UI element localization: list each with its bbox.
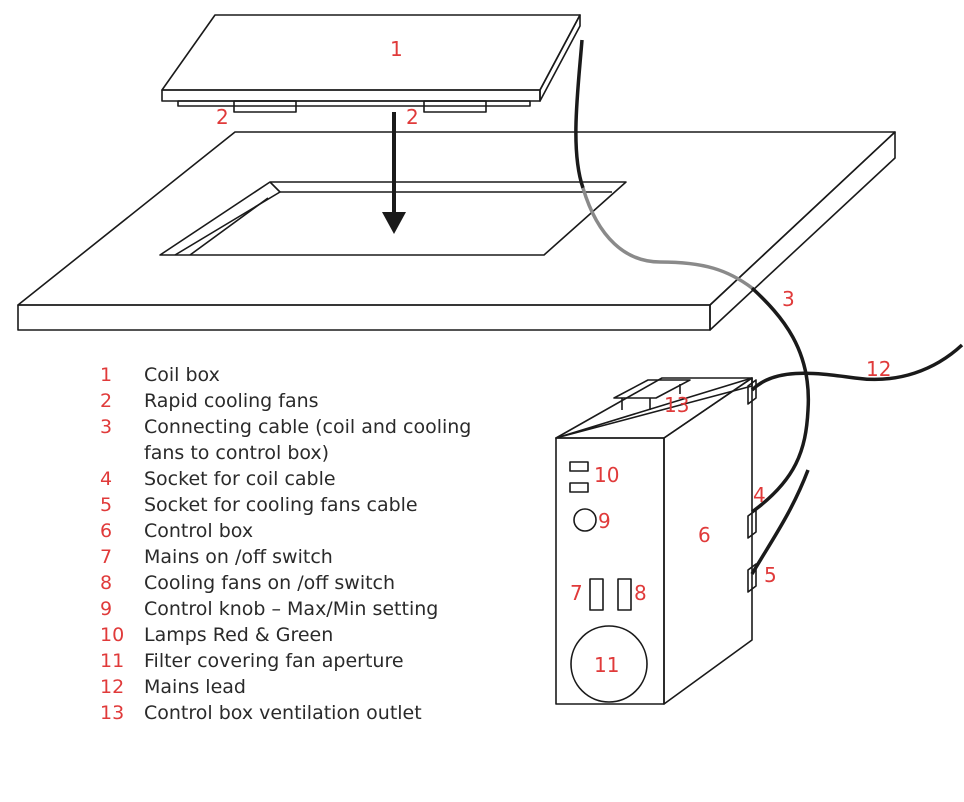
socket-mains xyxy=(747,379,757,405)
callout-9: 9 xyxy=(598,509,611,533)
legend-item: 5 Socket for cooling fans cable xyxy=(100,492,474,518)
drop-arrow xyxy=(382,112,406,234)
legend-text: Coil box xyxy=(144,364,220,386)
legend-item: 4 Socket for coil cable xyxy=(100,466,474,492)
legend-number: 8 xyxy=(100,572,113,594)
legend-number: 13 xyxy=(100,702,125,724)
legend-item: 9 Control knob – Max/Min setting xyxy=(100,596,474,622)
legend-number: 12 xyxy=(100,676,125,698)
legend-item: 6 Control box xyxy=(100,518,474,544)
legend-number: 4 xyxy=(100,468,113,490)
coil-box-front xyxy=(161,89,541,102)
socket-fans xyxy=(747,563,757,593)
callout-3: 3 xyxy=(782,287,795,311)
legend-item: 3 Connecting cable (coil and cooling fans… xyxy=(100,414,474,466)
legend-text: Mains lead xyxy=(144,676,246,698)
callout-13: 13 xyxy=(664,393,689,417)
legend-number: 11 xyxy=(100,650,125,672)
legend-text: Mains on /off switch xyxy=(144,546,333,568)
mains-switch xyxy=(589,578,604,611)
worktop-recess xyxy=(159,181,627,256)
callout-8: 8 xyxy=(634,581,647,605)
callout-2-left: 2 xyxy=(216,105,229,129)
callout-7: 7 xyxy=(570,581,583,605)
legend-number: 6 xyxy=(100,520,113,542)
legend-text: Lamps Red & Green xyxy=(144,624,334,646)
worktop-top-face xyxy=(17,131,896,306)
worktop-side-face xyxy=(709,131,896,331)
mains-lead xyxy=(750,343,964,392)
callout-6: 6 xyxy=(698,523,711,547)
legend-list: 1 Coil box 2 Rapid cooling fans 3 Connectin… xyxy=(100,362,474,726)
socket-coil xyxy=(747,509,757,539)
lamp-green xyxy=(569,482,589,493)
legend-text: Connecting cable (coil and cooling fans … xyxy=(144,416,472,464)
connecting-cable-lower xyxy=(750,286,811,514)
control-knob xyxy=(573,508,597,532)
control-box-top xyxy=(555,377,753,439)
legend-number: 7 xyxy=(100,546,113,568)
legend-number: 1 xyxy=(100,364,113,386)
legend-number: 2 xyxy=(100,390,113,412)
legend-item: 10 Lamps Red & Green xyxy=(100,622,474,648)
cooling-fan-left xyxy=(233,100,297,113)
coil-box-base-plate xyxy=(177,100,531,107)
connecting-cable-upper xyxy=(574,39,585,189)
filter-circle xyxy=(570,625,648,703)
legend-text: Control box ventilation outlet xyxy=(144,702,422,724)
legend-number: 3 xyxy=(100,416,113,438)
callout-5: 5 xyxy=(764,563,777,587)
worktop-front-face xyxy=(17,304,711,331)
worktop xyxy=(17,131,896,331)
legend-number: 9 xyxy=(100,598,113,620)
legend-item: 8 Cooling fans on /off switch xyxy=(100,570,474,596)
legend-text: Control knob – Max/Min setting xyxy=(144,598,439,620)
callout-1: 1 xyxy=(390,37,403,61)
callout-10: 10 xyxy=(594,463,619,487)
legend-text: Cooling fans on /off switch xyxy=(144,572,396,594)
legend-text: Filter covering fan aperture xyxy=(144,650,404,672)
fans-switch xyxy=(617,578,632,611)
legend-item: 2 Rapid cooling fans xyxy=(100,388,474,414)
recess-inner-edge xyxy=(174,181,281,256)
coil-box-side xyxy=(539,14,581,102)
legend-item: 11 Filter covering fan aperture xyxy=(100,648,474,674)
cooling-fan-right xyxy=(423,100,487,113)
coil-box-top xyxy=(161,14,581,91)
ventilation-outlet xyxy=(613,379,691,399)
legend-number: 5 xyxy=(100,494,113,516)
legend-item: 12 Mains lead xyxy=(100,674,474,700)
legend-item: 1 Coil box xyxy=(100,362,474,388)
callout-12: 12 xyxy=(866,357,891,381)
legend-text: Socket for coil cable xyxy=(144,468,336,490)
control-box-side xyxy=(663,377,753,705)
legend-text: Control box xyxy=(144,520,254,542)
legend-text: Rapid cooling fans xyxy=(144,390,319,412)
legend-item: 13 Control box ventilation outlet xyxy=(100,700,474,726)
control-box xyxy=(555,377,757,705)
recess-inner-edge-3 xyxy=(189,197,269,256)
legend-item: 7 Mains on /off switch xyxy=(100,544,474,570)
arrow-head xyxy=(382,212,406,234)
callout-2-right: 2 xyxy=(406,105,419,129)
callout-11: 11 xyxy=(594,653,619,677)
legend-number: 10 xyxy=(100,624,125,646)
connecting-cable-branch xyxy=(750,469,810,575)
coil-box xyxy=(161,14,581,113)
callout-4: 4 xyxy=(753,483,766,507)
legend-text: Socket for cooling fans cable xyxy=(144,494,418,516)
lamp-red xyxy=(569,461,589,472)
connecting-cable-hidden xyxy=(581,187,754,290)
